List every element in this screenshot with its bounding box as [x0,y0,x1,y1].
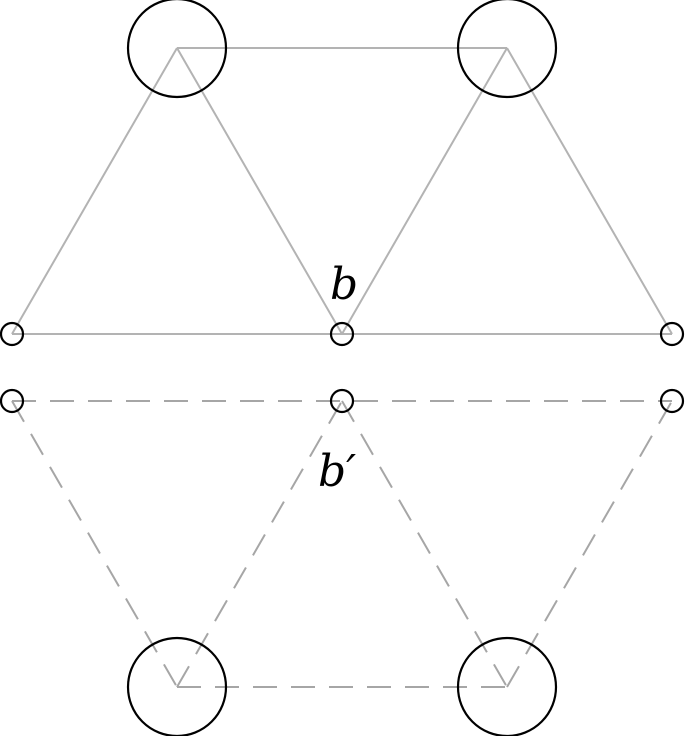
lower-lattice: b′ [0,388,685,736]
upper-small-node-left [0,321,25,347]
lower-edge-right-outer [506,400,673,688]
upper-edge-left-outer [11,47,178,335]
upper-edge-right-outer [506,47,673,335]
lower-edge-right-inner [341,400,508,688]
lower-edge-left-outer [11,400,178,688]
lower-large-node-right [456,636,558,736]
label-b: b [330,259,358,310]
upper-lattice: b [0,0,685,347]
upper-edge-left-inner [176,47,343,335]
lower-small-node-center [329,388,355,414]
upper-small-node-right [659,321,685,347]
lower-large-node-left [126,636,228,736]
lower-edge-left-inner [176,400,343,688]
lower-small-node-left [0,388,25,414]
upper-large-node-left [126,0,228,99]
lower-small-node-right [659,388,685,414]
upper-edge-right-inner [341,47,508,335]
label-b-prime: b′ [318,446,356,497]
upper-large-node-right [456,0,558,99]
upper-small-node-center [329,321,355,347]
